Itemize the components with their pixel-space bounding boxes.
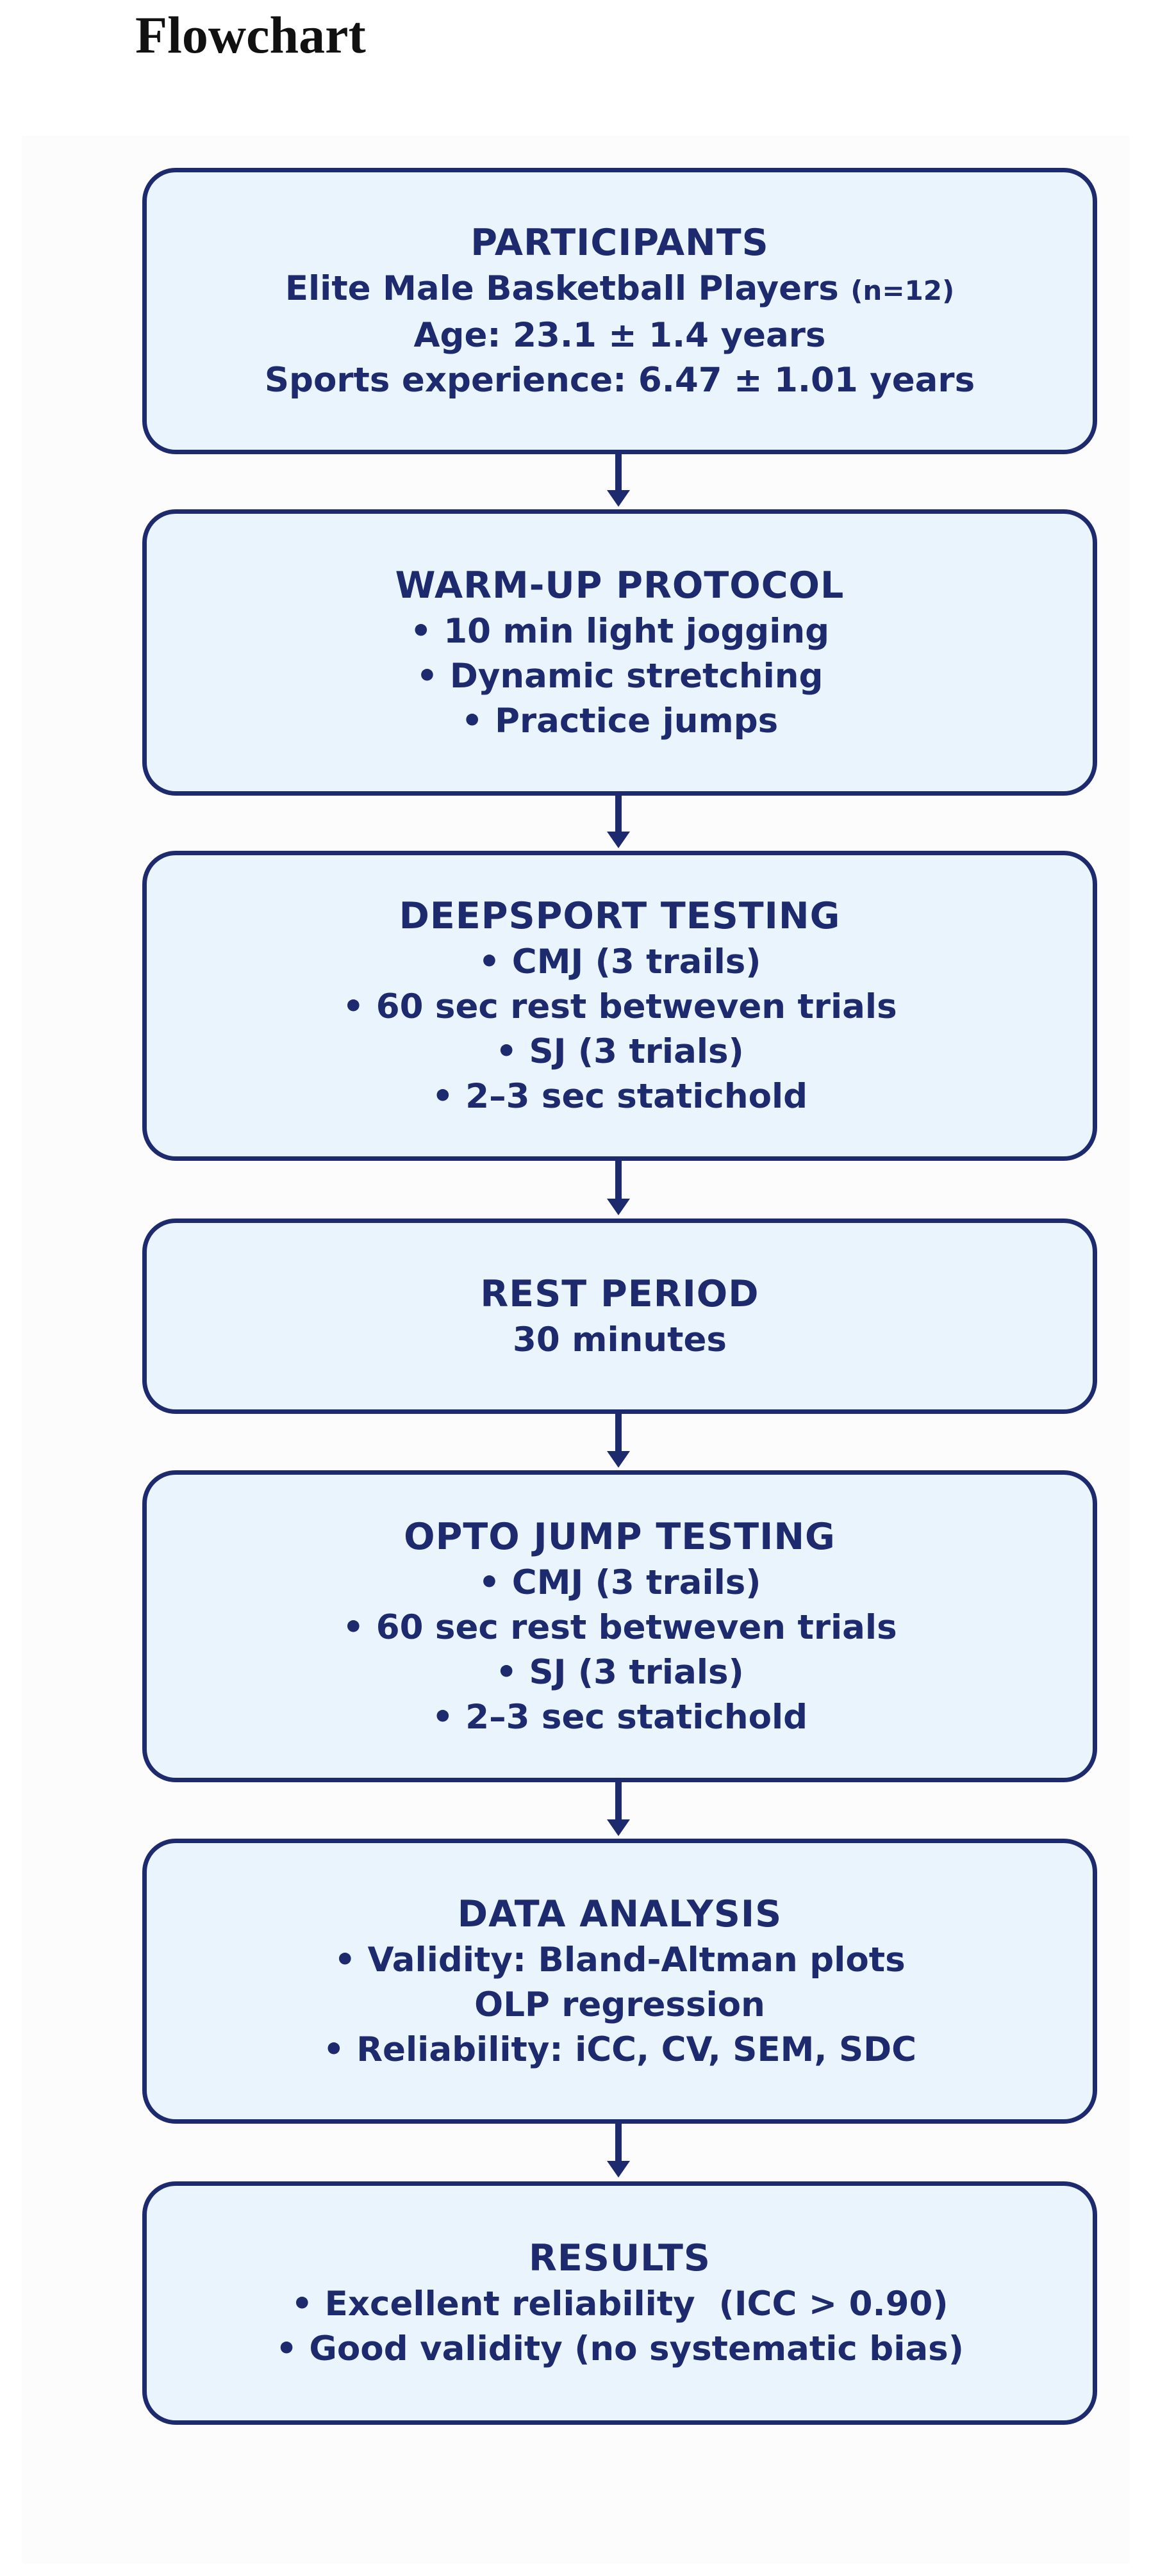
connector-arrow-shaft: [615, 1414, 622, 1451]
results-item: • Excellent reliability (ICC > 0.90): [291, 2285, 948, 2324]
warm-up-item: • 10 min light jogging: [410, 611, 830, 651]
data-analysis-item: OLP regression: [474, 1985, 765, 2024]
connector-arrow-head: [607, 2161, 630, 2178]
opto-jump-testing-item: • CMJ (3 trails): [478, 1563, 761, 1602]
connector-arrow-head: [607, 490, 630, 507]
connector-arrow-head: [607, 1199, 630, 1215]
participants-title: PARTICIPANTS: [470, 222, 769, 264]
connector-arrow-shaft: [615, 454, 622, 490]
participants-group-label: Elite Male Basketball Players: [285, 269, 851, 308]
connector-arrow-head: [607, 832, 630, 848]
warm-up-box: WARM-UP PROTOCOL • 10 min light jogging …: [142, 509, 1097, 796]
deepsport-testing-item: • CMJ (3 trails): [478, 942, 761, 981]
connector-arrow-shaft: [615, 796, 622, 832]
page-heading: Flowchart: [135, 6, 366, 64]
results-box: RESULTS • Excellent reliability (ICC > 0…: [142, 2181, 1097, 2425]
rest-period-title: REST PERIOD: [480, 1272, 759, 1315]
connector-arrow-head: [607, 1451, 630, 1468]
deepsport-testing-box: DEEPSPORT TESTING • CMJ (3 trails) • 60 …: [142, 851, 1097, 1161]
deepsport-testing-item: • 2–3 sec statichold: [431, 1077, 808, 1116]
participants-sample-size: (n=12): [850, 275, 955, 306]
deepsport-testing-title: DEEPSPORT TESTING: [399, 895, 841, 937]
opto-jump-testing-title: OPTO JUMP TESTING: [404, 1515, 836, 1558]
participants-box: PARTICIPANTS Elite Male Basketball Playe…: [142, 168, 1097, 454]
connector-arrow-shaft: [615, 2124, 622, 2161]
warm-up-item: • Practice jumps: [461, 701, 779, 741]
data-analysis-box: DATA ANALYSIS • Validity: Bland-Altman p…: [142, 1839, 1097, 2124]
data-analysis-item: • Reliability: iCC, CV, SEM, SDC: [322, 2030, 917, 2069]
data-analysis-title: DATA ANALYSIS: [457, 1892, 783, 1935]
data-analysis-item: • Validity: Bland-Altman plots: [334, 1940, 906, 1980]
participants-group: Elite Male Basketball Players (n=12): [285, 267, 954, 313]
deepsport-testing-item: • SJ (3 trials): [495, 1032, 744, 1071]
rest-period-duration: 30 minutes: [513, 1320, 727, 1359]
warm-up-item: • Dynamic stretching: [416, 656, 824, 696]
results-item: • Good validity (no systematic bias): [276, 2329, 964, 2368]
connector-arrow-head: [607, 1819, 630, 1836]
opto-jump-testing-item: • 60 sec rest betweven trials: [342, 1607, 897, 1647]
opto-jump-testing-item: • SJ (3 trials): [495, 1652, 744, 1692]
participants-experience: Sports experience: 6.47 ± 1.01 years: [264, 361, 975, 400]
participants-age: Age: 23.1 ± 1.4 years: [413, 316, 826, 355]
connector-arrow-shaft: [615, 1161, 622, 1199]
opto-jump-testing-item: • 2–3 sec statichold: [431, 1697, 808, 1737]
warm-up-title: WARM-UP PROTOCOL: [395, 564, 845, 607]
deepsport-testing-item: • 60 sec rest betweven trials: [342, 987, 897, 1026]
connector-arrow-shaft: [615, 1782, 622, 1819]
results-title: RESULTS: [529, 2237, 711, 2279]
opto-jump-testing-box: OPTO JUMP TESTING • CMJ (3 trails) • 60 …: [142, 1470, 1097, 1782]
rest-period-box: REST PERIOD 30 minutes: [142, 1218, 1097, 1414]
